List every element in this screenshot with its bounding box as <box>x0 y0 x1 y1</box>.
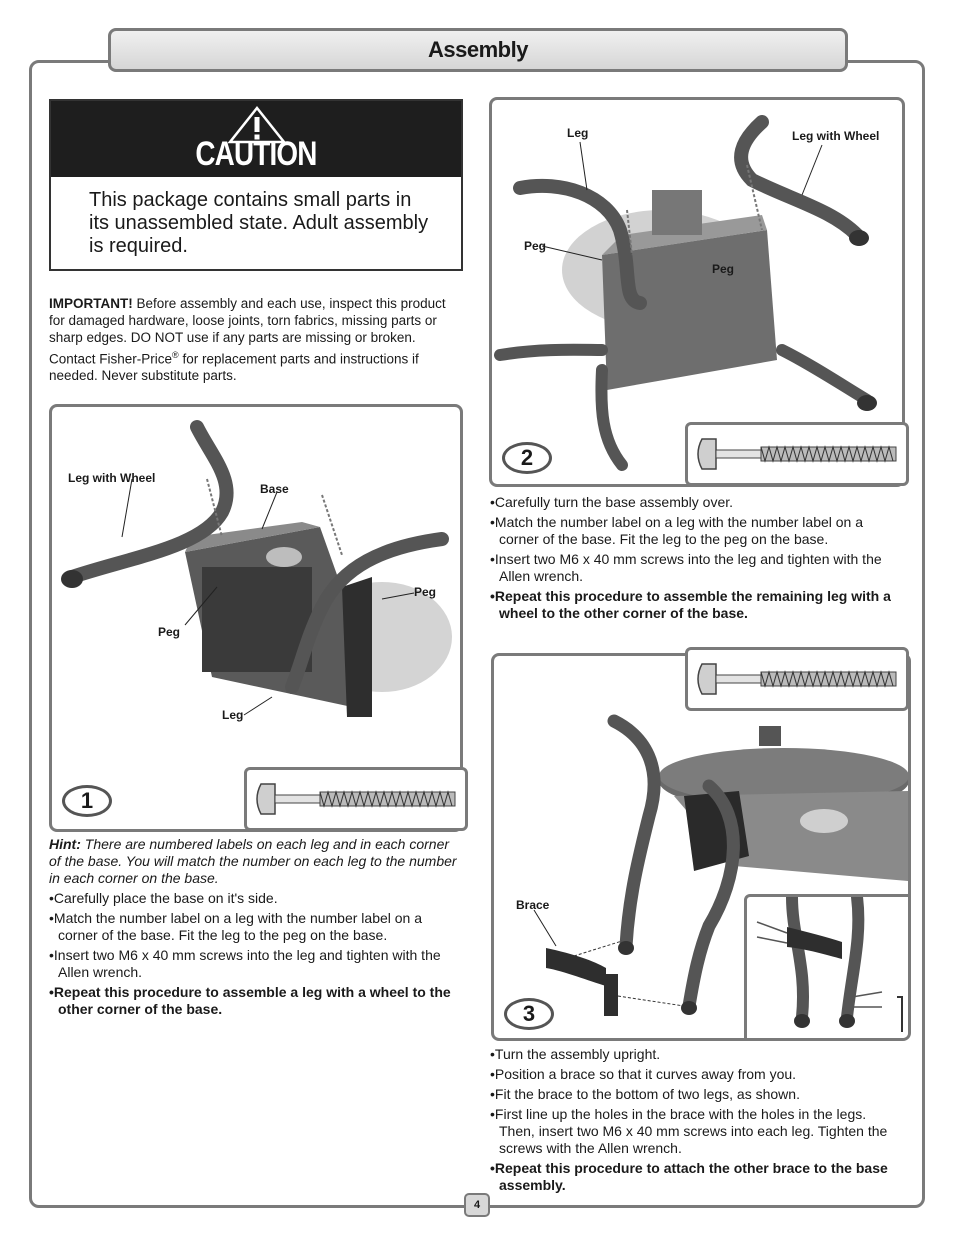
step-2-bullet-3: Insert two M6 x 40 mm screws into the le… <box>494 551 882 584</box>
step-3-bullet-3: Fit the brace to the bottom of two legs,… <box>494 1086 800 1102</box>
important-text-2: for replacement parts and instructions i… <box>49 351 419 384</box>
figure-step-3: Brace 3 <box>491 653 911 1041</box>
label-peg-left: Peg <box>158 625 181 639</box>
list-item: •Repeat this procedure to assemble a leg… <box>49 984 451 1017</box>
screw-icon <box>256 783 456 815</box>
step-number-3: 3 <box>504 998 554 1030</box>
step-2-repeat-note: Repeat this procedure to assemble the re… <box>494 588 891 621</box>
list-item: •Repeat this procedure to assemble the r… <box>490 588 891 621</box>
caution-header: CAUTION <box>51 101 461 177</box>
list-item: •Turn the assembly upright. <box>490 1046 661 1062</box>
list-item: •Match the number label on a leg with th… <box>490 514 864 547</box>
step-1-bullet-1: Carefully place the base on it's side. <box>53 890 278 906</box>
warning-triangle-icon <box>227 105 287 144</box>
screw-detail-1 <box>244 767 468 831</box>
step-2-instructions: •Carefully turn the base assembly over. … <box>490 494 904 625</box>
label-peg-left: Peg <box>524 239 547 253</box>
list-item: •Carefully turn the base assembly over. <box>490 494 734 510</box>
label-leg-with-wheel: Leg with Wheel <box>68 471 156 485</box>
section-title: Assembly <box>428 37 528 62</box>
hint-lead: Hint: <box>49 836 81 852</box>
list-item: •First line up the holes in the brace wi… <box>490 1106 888 1156</box>
label-brace: Brace <box>516 898 550 912</box>
brace-detail-illustration <box>756 891 903 1032</box>
list-item: •Insert two M6 x 40 mm screws into the l… <box>49 947 441 980</box>
step-3-instructions: •Turn the assembly upright. •Position a … <box>490 1046 904 1197</box>
label-leg: Leg <box>567 126 589 140</box>
step-number-2: 2 <box>502 442 552 474</box>
step-1-repeat-note: Repeat this procedure to assemble a leg … <box>53 984 451 1017</box>
screw-detail-2 <box>685 422 909 486</box>
list-item: •Carefully place the base on it's side. <box>49 890 278 906</box>
caution-text: This package contains small parts in its… <box>89 189 429 257</box>
label-leg: Leg <box>222 708 244 722</box>
brace-detail-inset <box>744 891 908 1038</box>
section-header: Assembly <box>108 28 848 72</box>
screw-detail-3 <box>685 647 909 711</box>
step-3-bullet-1: Turn the assembly upright. <box>494 1046 661 1062</box>
screw-icon <box>697 663 897 695</box>
list-item: •Insert two M6 x 40 mm screws into the l… <box>490 551 882 584</box>
caution-title: CAUTION <box>195 135 317 173</box>
label-leg-with-wheel: Leg with Wheel <box>792 129 880 143</box>
step-1-bullet-2: Match the number label on a leg with the… <box>53 910 423 943</box>
step-1-instructions: Hint: There are numbered labels on each … <box>49 836 463 1021</box>
list-item: •Fit the brace to the bottom of two legs… <box>490 1086 800 1102</box>
label-base: Base <box>260 482 289 496</box>
list-item: •Position a brace so that it curves away… <box>490 1066 797 1082</box>
caution-box: CAUTION This package contains small part… <box>49 99 463 271</box>
step-3-repeat-note: Repeat this procedure to attach the othe… <box>494 1160 888 1193</box>
upright-table-illustration <box>533 714 908 1016</box>
list-item: •Repeat this procedure to attach the oth… <box>490 1160 888 1193</box>
important-notice: IMPORTANT! Before assembly and each use,… <box>49 295 463 385</box>
step-1-bullet-3: Insert two M6 x 40 mm screws into the le… <box>53 947 441 980</box>
step-2-bullet-1: Carefully turn the base assembly over. <box>494 494 734 510</box>
step-3-bullet-4: First line up the holes in the brace wit… <box>494 1106 888 1156</box>
label-peg-center: Peg <box>712 262 735 276</box>
label-peg-right: Peg <box>414 585 437 599</box>
registered-mark: ® <box>172 349 179 360</box>
step-number-1: 1 <box>62 785 112 817</box>
screw-icon <box>697 438 897 470</box>
inverted-base-illustration <box>494 115 877 471</box>
page-number: 4 <box>464 1193 490 1217</box>
important-lead: IMPORTANT! <box>49 296 133 311</box>
figure-step-1: Leg with Wheel Base Peg Peg Leg 1 <box>49 404 463 832</box>
step-2-bullet-2: Match the number label on a leg with the… <box>494 514 864 547</box>
hint-text: There are numbered labels on each leg an… <box>49 836 457 886</box>
base-leg-illustration <box>61 420 452 717</box>
list-item: •Match the number label on a leg with th… <box>49 910 423 943</box>
important-text-1: Before assembly and each use, inspect th… <box>49 296 446 367</box>
hint-paragraph: Hint: There are numbered labels on each … <box>49 836 463 887</box>
step-3-bullet-2: Position a brace so that it curves away … <box>494 1066 797 1082</box>
